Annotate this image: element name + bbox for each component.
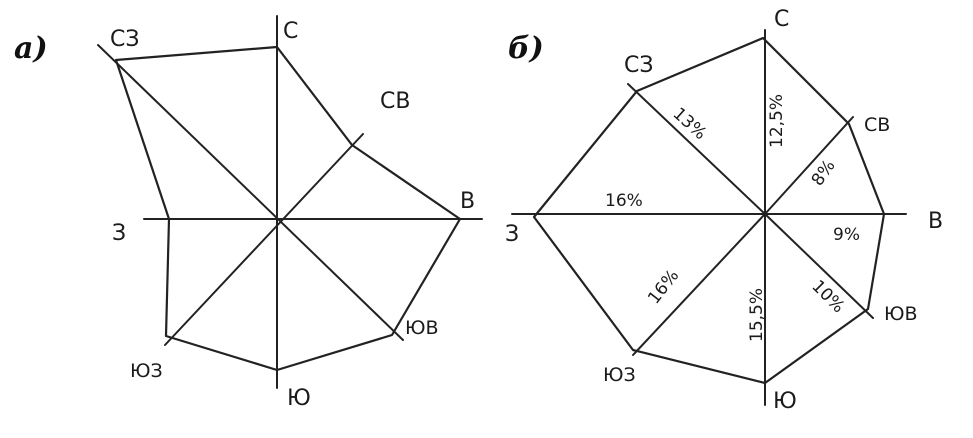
panel-a-label-northwest: СЗ bbox=[110, 27, 139, 52]
panel-b-percent-southwest: 16% bbox=[644, 266, 683, 308]
panel-a-label-southeast: ЮВ bbox=[405, 317, 439, 339]
panel-b-percent-northwest: 13% bbox=[669, 104, 710, 144]
panel-b-rose-polygon bbox=[532, 36, 886, 385]
panel-a-label-south: Ю bbox=[287, 386, 311, 411]
panel-b-axis-southwest bbox=[632, 213, 766, 356]
panel-a-axes bbox=[97, 15, 483, 389]
panel-b-label-north: С bbox=[774, 7, 789, 32]
panel-b-label-west: З bbox=[505, 222, 519, 247]
panel-b-axes bbox=[511, 29, 907, 406]
panel-a-label-north: С bbox=[283, 19, 298, 44]
panel-b-axis-southeast bbox=[764, 213, 874, 319]
panel-a-label-southwest: ЮЗ bbox=[130, 360, 163, 382]
panel-b: б) С СВ В ЮВ Ю ЮЗ З СЗ 12,5% 8% 9% 10% 1… bbox=[505, 7, 943, 414]
panel-b-axis-northwest bbox=[627, 83, 766, 215]
panel-a-letter: а) bbox=[14, 31, 48, 66]
panel-a-rose-polygon bbox=[114, 45, 462, 372]
panel-a-axis-northwest-southeast bbox=[97, 44, 404, 341]
panel-b-label-northeast: СВ bbox=[864, 114, 890, 136]
panel-b-percent-east: 9% bbox=[833, 225, 860, 245]
panel-a-label-west: З bbox=[112, 221, 126, 246]
panel-a: а) С СВ В ЮВ Ю ЮЗ З СЗ bbox=[14, 15, 483, 411]
panel-b-percent-southeast: 10% bbox=[807, 276, 848, 317]
panel-a-label-east: В bbox=[460, 189, 475, 214]
panel-b-label-east: В bbox=[928, 209, 943, 234]
panel-b-label-southwest: ЮЗ bbox=[603, 364, 636, 386]
panel-b-percent-north: 12,5% bbox=[767, 94, 787, 148]
panel-a-axis-northeast-southwest bbox=[164, 133, 364, 346]
panel-b-percent-south: 15,5% bbox=[747, 288, 767, 342]
panel-b-percent-west: 16% bbox=[605, 191, 643, 211]
panel-b-label-southeast: ЮВ bbox=[884, 303, 918, 325]
panel-a-label-northeast: СВ bbox=[380, 89, 410, 114]
panel-b-letter: б) bbox=[508, 31, 544, 66]
panel-b-label-northwest: СЗ bbox=[624, 53, 653, 78]
panel-b-label-south: Ю bbox=[773, 389, 797, 414]
panel-b-axis-northeast bbox=[764, 116, 854, 215]
